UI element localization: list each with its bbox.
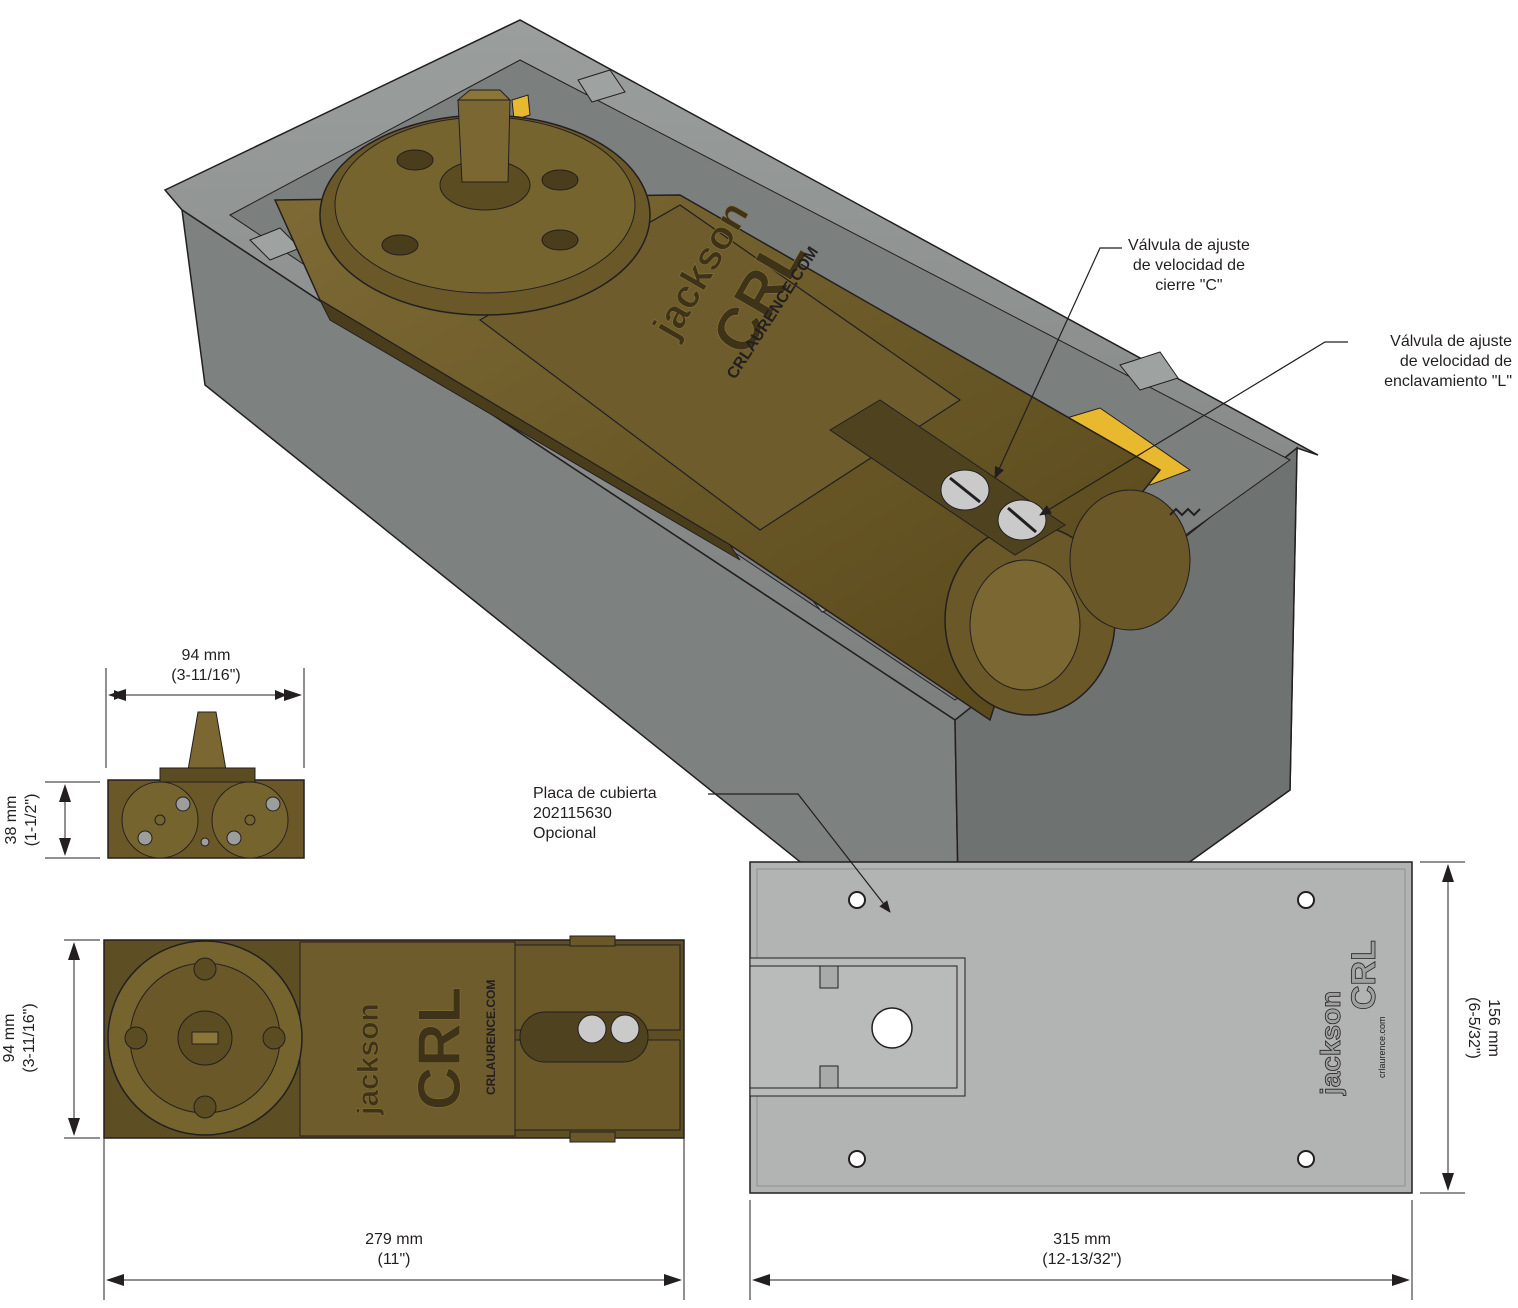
plate-width-inch: (6-5/32") (1465, 997, 1482, 1059)
cover-plate-line-1: Placa de cubierta (533, 785, 657, 802)
end-view-center (200, 837, 210, 847)
closing-valve-line-3: cierre "C" (1155, 277, 1223, 294)
end-view-screw (137, 830, 153, 846)
cover-plate-line-3: Opcional (533, 825, 597, 842)
plate-length-mm: 315 mm (1053, 1231, 1111, 1248)
cover-plate-leader (708, 793, 891, 913)
top-view-tab (569, 935, 616, 947)
cover-plate-view: jackson CRL crlaurence.com (749, 861, 1413, 1194)
end-height-label: 38 mm (1-1/2") (2, 776, 42, 864)
spindle-shaft (457, 99, 511, 183)
plate-width-label: 156 mm (6-5/32") (1463, 973, 1503, 1083)
cover-plate-pivot-hole (871, 1007, 913, 1049)
plate-brand: jackson (1315, 991, 1346, 1096)
plate-length-label: 315 mm (12-13/32") (1016, 1230, 1148, 1270)
top-view-spindle-key (191, 1031, 219, 1045)
dim-arrowheads (59, 689, 1454, 1286)
spindle-hole (381, 234, 419, 256)
spindle-hole (541, 169, 579, 191)
isometric-closer-view: jackson CRL CRLAURENCE.COM (163, 19, 1319, 1006)
cover-plate-pivot-slot (749, 957, 966, 1097)
top-view-hole (262, 1026, 286, 1050)
cylinder-end-cap (969, 559, 1081, 691)
top-view-hole (193, 1095, 217, 1119)
end-width-inch: (3-11/16") (171, 667, 241, 684)
top-view-valve (610, 1014, 640, 1044)
end-height-inch: (1-1/2") (23, 793, 40, 847)
top-length-inch: (11") (377, 1251, 411, 1268)
end-view-screw (265, 796, 281, 812)
end-width-label: 94 mm (3-11/16") (140, 646, 272, 686)
spindle-shaft-tip (456, 89, 512, 101)
end-view-screw (175, 796, 191, 812)
end-view (107, 711, 305, 859)
cover-plate-screw-hole (848, 1150, 866, 1168)
cover-plate-pivot-slot-inner (749, 965, 958, 1089)
top-view-hole (124, 1026, 148, 1050)
latch-valve-line-1: Válvula de ajuste (1390, 333, 1512, 350)
top-length-label: 279 mm (11") (334, 1230, 454, 1270)
top-view: jackson CRL CRLAURENCE.COM (103, 935, 685, 1143)
top-view-brand: jackson (352, 1003, 385, 1116)
plate-length-inch: (12-13/32") (1042, 1251, 1122, 1268)
box-tab (577, 69, 626, 103)
cover-plate-screw-hole (1297, 891, 1315, 909)
end-view-spindle (187, 711, 227, 771)
end-view-hole (154, 814, 166, 826)
brass-plate (511, 94, 531, 121)
end-view-cylinder (211, 781, 289, 859)
top-view-maker: CRL (406, 987, 473, 1110)
latch-valve-callout: Válvula de ajuste de velocidad de enclav… (1346, 332, 1512, 392)
end-view-top (159, 767, 256, 783)
end-width-mm: 94 mm (181, 647, 231, 664)
end-view-hole (244, 814, 256, 826)
end-height-mm: 38 mm (3, 795, 20, 845)
top-length-mm: 279 mm (365, 1231, 423, 1248)
closing-valve-line-2: de velocidad de (1132, 257, 1245, 274)
end-view-screw (226, 830, 242, 846)
end-view-cylinder (121, 781, 199, 859)
closer-body-side (318, 298, 741, 561)
cover-plate-screw-hole (1297, 1150, 1315, 1168)
cylinder-end (1069, 489, 1191, 631)
cover-plate-callout: Placa de cubierta 202115630 Opcional (533, 784, 657, 844)
box-tab (1119, 351, 1179, 391)
closing-valve-screw (940, 469, 990, 511)
cover-plate-notch (819, 1065, 839, 1089)
latch-valve-leader (1039, 341, 1348, 516)
spring (1169, 507, 1201, 517)
cover-plate-line-2: 202115630 (533, 805, 612, 822)
latch-valve-screw (997, 499, 1047, 541)
latch-valve-line-2: de velocidad de (1399, 353, 1512, 370)
plate-width-mm: 156 mm (1485, 999, 1502, 1057)
plate-maker: CRL (1345, 940, 1383, 1010)
plate-url: crlaurence.com (1377, 1016, 1387, 1078)
top-view-url: CRLAURENCE.COM (484, 980, 498, 1095)
top-width-inch: (3-11/16") (21, 1003, 38, 1073)
spindle-hole (396, 149, 434, 171)
cover-plate-notch (819, 965, 839, 989)
top-view-housing (299, 941, 516, 1137)
top-view-tab (569, 1131, 616, 1143)
spindle-hole (541, 229, 579, 251)
top-width-label: 94 mm (3-11/16") (0, 983, 40, 1093)
cover-plate-screw-hole (848, 891, 866, 909)
latch-valve-line-3: enclavamiento "L" (1384, 373, 1512, 390)
top-view-valve (577, 1014, 607, 1044)
top-width-mm: 94 mm (1, 1013, 18, 1063)
closing-valve-line-1: Válvula de ajuste (1128, 237, 1250, 254)
top-view-hole (193, 957, 217, 981)
closing-valve-leader (994, 247, 1122, 479)
closing-valve-callout: Válvula de ajuste de velocidad de cierre… (1128, 236, 1250, 296)
